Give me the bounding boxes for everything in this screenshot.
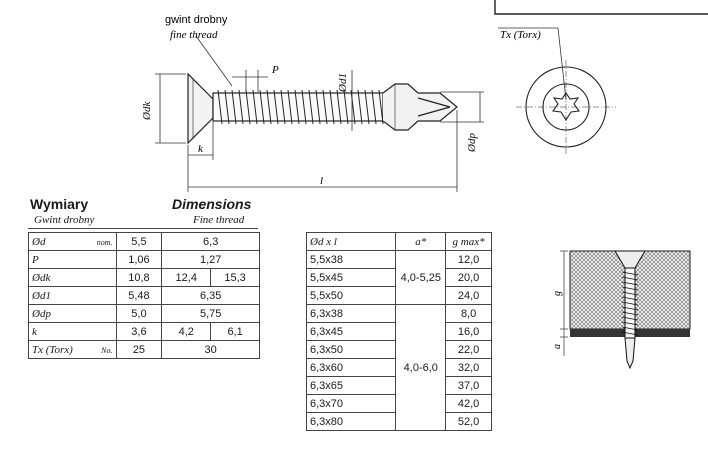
- table-row: Ødk 10,8 12,4 15,3: [28, 268, 260, 287]
- heading-gwint: Gwint drobny: [34, 214, 95, 226]
- cell-v2: 1,27: [161, 250, 260, 269]
- thread-note-pl: gwint drobny: [165, 14, 228, 26]
- table-header-row: Ød x l a* g max*: [305, 232, 492, 251]
- label-g: g: [552, 291, 563, 296]
- cell-g: 8,0: [445, 304, 492, 323]
- torx-label: Tx (Torx): [500, 29, 541, 41]
- label-l: l: [320, 175, 323, 187]
- row-name: Ød: [32, 235, 46, 248]
- cell-v2b: 15,3: [210, 268, 260, 287]
- label-p: P: [271, 64, 279, 76]
- cell-size: 6,3x50: [305, 340, 397, 359]
- title-frame: [494, 0, 708, 15]
- table-row: P 1,06 1,27: [28, 250, 260, 269]
- dimensions-table: Ød nom. 5,5 6,3 P 1,06 1,27 Ødk 10,8 12,4…: [28, 232, 260, 359]
- label-dk: Ødk: [141, 101, 153, 121]
- col-header-size: Ød x l: [305, 232, 397, 251]
- table-row: 6,3x70 42,0: [305, 394, 492, 413]
- table-row: k 3,6 4,2 6,1: [28, 322, 260, 341]
- table-row: Tx (Torx) No. 25 30: [28, 340, 260, 359]
- row-name: Ød1: [28, 286, 117, 305]
- table-row: 6,3x45 16,0: [305, 322, 492, 341]
- cell-g: 24,0: [445, 286, 492, 305]
- cell-v2: 5,75: [161, 304, 260, 323]
- torx-head-view: [516, 60, 616, 154]
- cell-g: 42,0: [445, 394, 492, 413]
- cell-v1: 5,0: [115, 304, 163, 323]
- cell-v1: 5,5: [115, 232, 163, 251]
- thread-note-en: fine thread: [170, 29, 218, 41]
- cell-g: 37,0: [445, 376, 492, 395]
- cell-v1: 3,6: [115, 322, 163, 341]
- row-suffix: nom.: [96, 237, 113, 247]
- table-row: Ød nom. 5,5 6,3: [28, 232, 260, 251]
- row-name: P: [28, 250, 117, 269]
- cell-v2b: 6,1: [210, 322, 260, 341]
- table-row: 6,3x38 4,0-6,0 8,0: [305, 304, 492, 431]
- heading-wymiary: Wymiary: [30, 196, 89, 212]
- cell-g: 52,0: [445, 412, 492, 431]
- row-name: k: [28, 322, 117, 341]
- row-name: Ødp: [28, 304, 117, 323]
- heading-dimensions: Dimensions: [172, 196, 252, 212]
- heading-rule: [28, 228, 258, 229]
- cell-v1: 25: [115, 340, 163, 359]
- dimension-lines: [155, 27, 567, 192]
- cell-g: 12,0: [445, 250, 492, 269]
- col-header-g: g max*: [445, 232, 492, 251]
- cell-size: 6,3x80: [305, 412, 397, 431]
- cell-size: 5,5x50: [305, 286, 397, 305]
- cross-section-drawing: g a: [552, 250, 691, 370]
- row-name: Ødk: [28, 268, 117, 287]
- cell-a-group1: 4,0-5,25: [395, 250, 447, 305]
- table-row: Ødp 5,0 5,75: [28, 304, 260, 323]
- sizes-table: Ød x l a* g max* 5,5x38 4,0-5,25 12,0 5,…: [305, 232, 492, 431]
- cell-g: 32,0: [445, 358, 492, 377]
- cell-v1: 1,06: [115, 250, 163, 269]
- thread-lines: [217, 89, 384, 125]
- cell-g: 20,0: [445, 268, 492, 287]
- cell-v2a: 12,4: [161, 268, 212, 287]
- label-k: k: [198, 143, 204, 155]
- label-a: a: [552, 344, 563, 349]
- section-dimensions: [560, 250, 568, 356]
- table-row: 6,3x60 32,0: [305, 358, 492, 377]
- label-dp: Ødp: [466, 133, 478, 153]
- row-name: Tx (Torx): [32, 343, 73, 356]
- cell-size: 6,3x38: [305, 304, 397, 323]
- table-row: 5,5x45 20,0: [305, 268, 492, 287]
- col-header-a: a*: [395, 232, 447, 251]
- cell-g: 16,0: [445, 322, 492, 341]
- screw-drawing: gwint drobny fine thread P Ødk Ød1 Ødp k…: [141, 0, 708, 192]
- cell-v2a: 4,2: [161, 322, 212, 341]
- cell-size: 5,5x45: [305, 268, 397, 287]
- label-d1: Ød1: [337, 73, 349, 93]
- cell-a-group2: 4,0-6,0: [395, 304, 447, 431]
- screw-side-view: [187, 72, 458, 145]
- cell-v1: 10,8: [115, 268, 163, 287]
- cell-size: 6,3x70: [305, 394, 397, 413]
- cell-v2: 30: [161, 340, 260, 359]
- cell-v2: 6,3: [161, 232, 260, 251]
- heading-fine: Fine thread: [193, 214, 245, 226]
- cell-size: 6,3x65: [305, 376, 397, 395]
- cell-g: 22,0: [445, 340, 492, 359]
- table-row: 5,5x38 4,0-5,25 12,0: [305, 250, 492, 305]
- cell-size: 5,5x38: [305, 250, 397, 269]
- cell-size: 6,3x60: [305, 358, 397, 377]
- cell-v1: 5,48: [115, 286, 163, 305]
- table-row: 6,3x80 52,0: [305, 412, 492, 431]
- section-thread-lines: [621, 271, 639, 336]
- row-suffix: No.: [101, 345, 113, 355]
- cell-v2: 6,35: [161, 286, 260, 305]
- table-row: Ød1 5,48 6,35: [28, 286, 260, 305]
- screw-in-section: [614, 250, 646, 370]
- cell-size: 6,3x45: [305, 322, 397, 341]
